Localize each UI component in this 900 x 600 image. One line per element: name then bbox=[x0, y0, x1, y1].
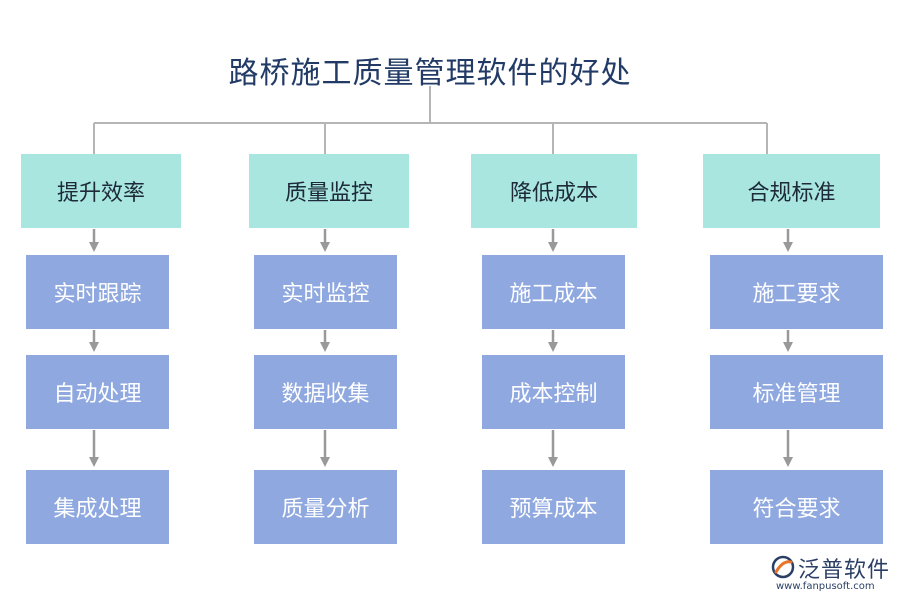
logo-name: 泛普软件 bbox=[798, 558, 891, 583]
item-box: 实时监控 bbox=[254, 255, 397, 329]
item-box: 施工要求 bbox=[710, 255, 883, 329]
category-box: 质量监控 bbox=[249, 154, 409, 228]
item-box: 质量分析 bbox=[254, 470, 397, 544]
category-box: 降低成本 bbox=[471, 154, 637, 228]
item-box: 实时跟踪 bbox=[26, 255, 169, 329]
fanpu-logo-icon bbox=[771, 555, 795, 579]
item-box: 符合要求 bbox=[710, 470, 883, 544]
item-box: 成本控制 bbox=[482, 355, 625, 429]
logo-url: www.fanpusoft.com bbox=[776, 581, 875, 592]
item-box: 预算成本 bbox=[482, 470, 625, 544]
brand-logo: 泛普软件 www.fanpusoft.com bbox=[770, 552, 895, 596]
diagram-title: 路桥施工质量管理软件的好处 bbox=[228, 56, 632, 91]
item-box: 自动处理 bbox=[26, 355, 169, 429]
item-box: 数据收集 bbox=[254, 355, 397, 429]
category-box: 提升效率 bbox=[21, 154, 181, 228]
category-box: 合规标准 bbox=[703, 154, 880, 228]
item-box: 施工成本 bbox=[482, 255, 625, 329]
item-box: 标准管理 bbox=[710, 355, 883, 429]
item-box: 集成处理 bbox=[26, 470, 169, 544]
